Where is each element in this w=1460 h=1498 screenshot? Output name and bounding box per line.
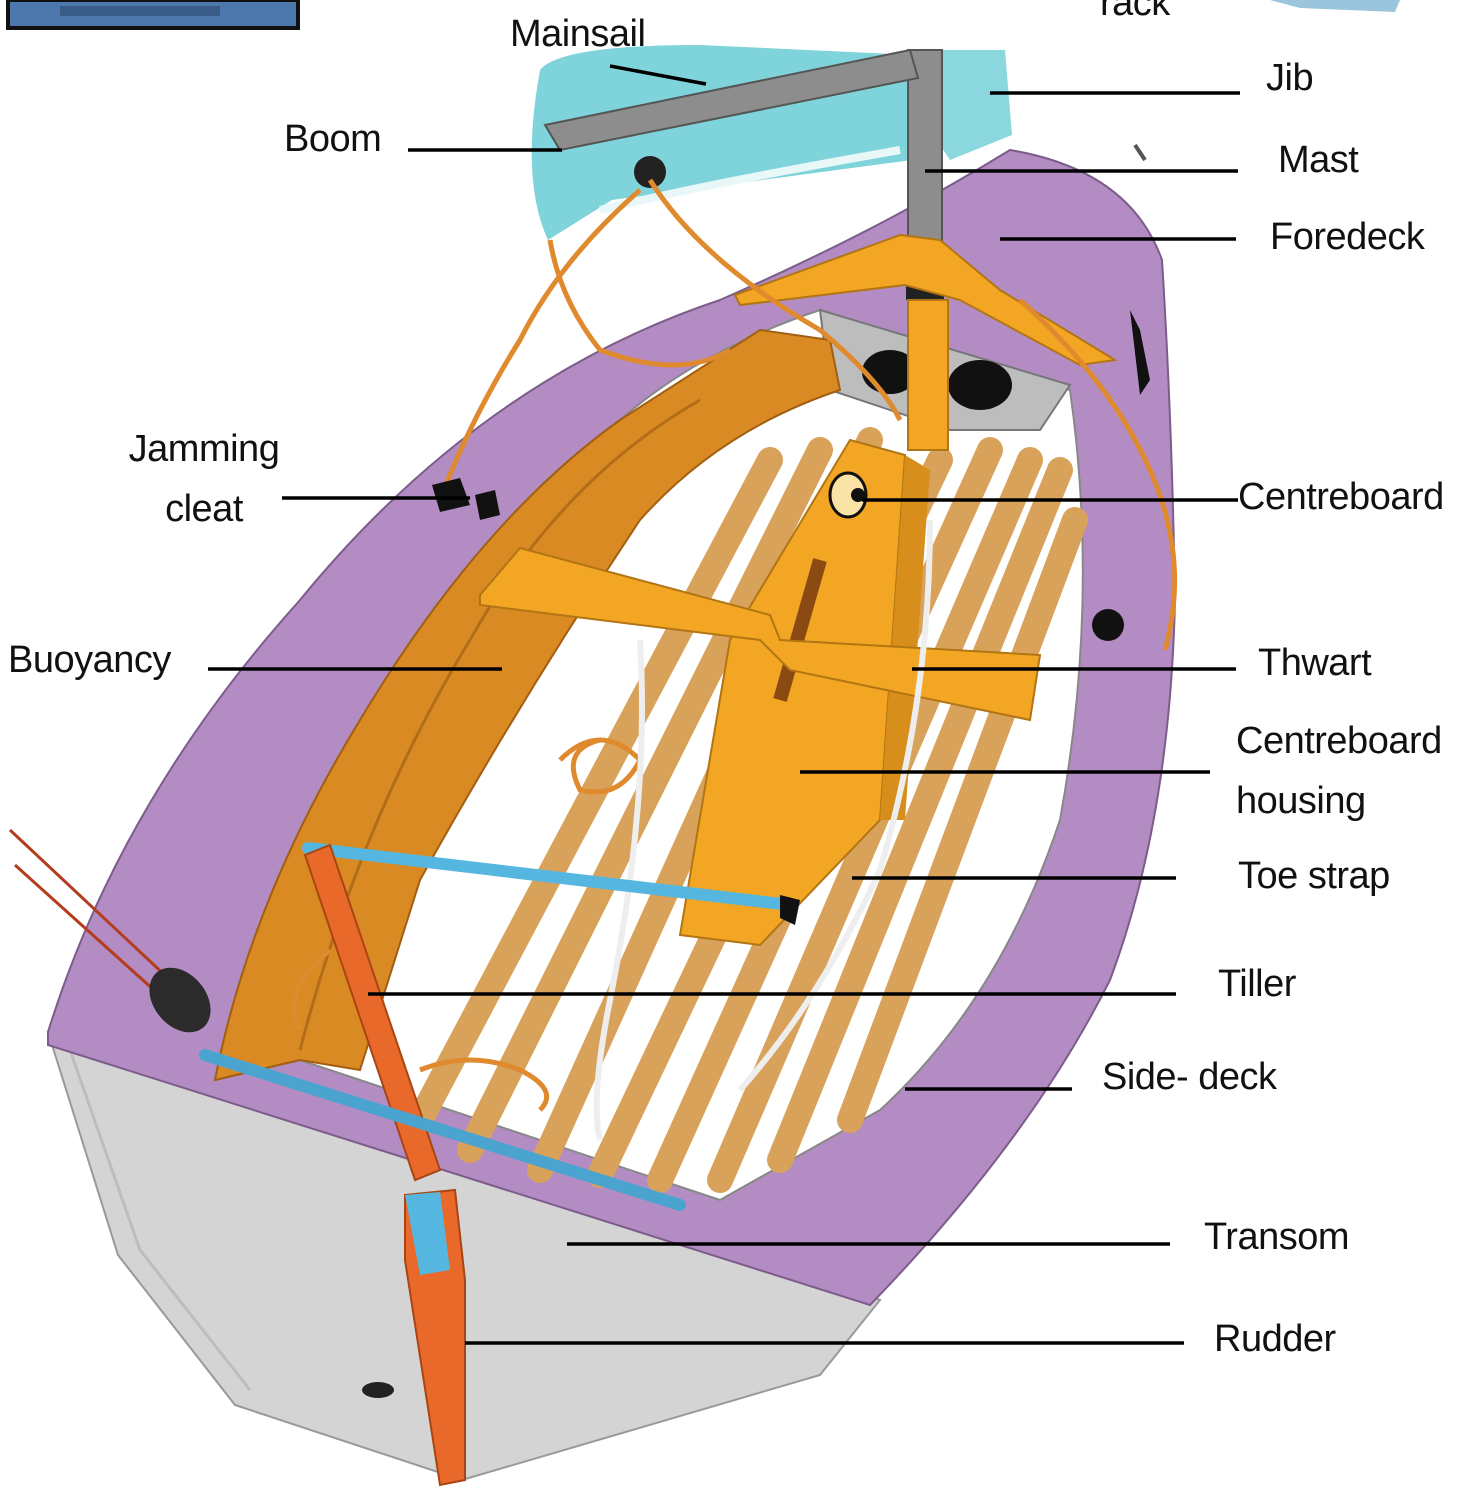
label-rack: rack: [1100, 0, 1170, 33]
label-thwart: Thwart: [1258, 634, 1371, 693]
label-mainsail: Mainsail: [510, 5, 645, 64]
label-rudder: Rudder: [1214, 1310, 1336, 1369]
label-foredeck: Foredeck: [1270, 208, 1424, 267]
inset-photo: [8, 0, 298, 28]
label-tiller: Tiller: [1218, 955, 1296, 1014]
label-jamming-cleat-line1: Jamming: [104, 420, 304, 479]
label-centreboard: Centreboard: [1238, 468, 1444, 527]
label-centreboard-housing-line2: housing: [1236, 772, 1366, 831]
label-jib: Jib: [1266, 49, 1313, 108]
inset-corner: [1270, 0, 1400, 12]
label-transom: Transom: [1204, 1208, 1349, 1267]
label-buoyancy: Buoyancy: [8, 631, 171, 690]
label-mast: Mast: [1278, 131, 1358, 190]
label-jamming-cleat-line2: cleat: [104, 480, 304, 539]
label-centreboard-housing-line1: Centreboard: [1236, 712, 1442, 771]
label-side-deck: Side- deck: [1102, 1048, 1277, 1107]
label-toe-strap: Toe strap: [1238, 847, 1390, 906]
label-boom: Boom: [284, 110, 381, 169]
